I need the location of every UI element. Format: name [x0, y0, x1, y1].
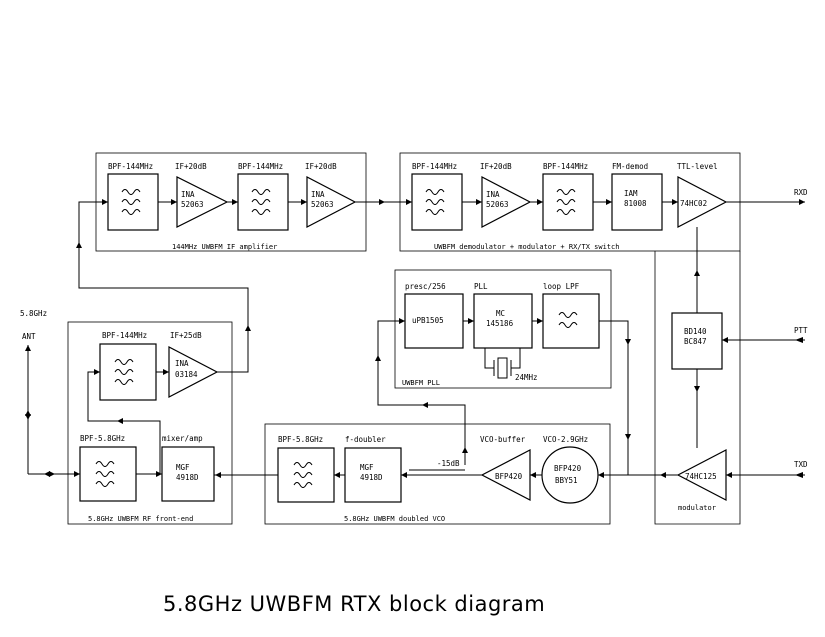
mixer-label: mixer/amp — [162, 434, 203, 443]
fm-demod-box — [611, 173, 663, 231]
crystal-symbol — [484, 348, 521, 379]
vco-caption: 5.8GHz UWBFM doubled VCO — [344, 515, 445, 523]
antenna-label: ANT — [22, 332, 36, 341]
antenna-label-freq: 5.8GHz — [20, 309, 47, 318]
wire-if-input — [78, 201, 108, 242]
modulator-ic: 74HC125 — [685, 472, 717, 481]
demod-bpf-2-label: BPF-144MHz — [543, 162, 588, 171]
vco-section — [264, 423, 611, 525]
arrows-modulator — [660, 472, 803, 478]
loop-lpf-label: loop LPF — [543, 282, 580, 291]
crystal-label: 24MHz — [515, 373, 538, 382]
demod-caption: UWBFM demodulator + modulator + RX/TX sw… — [434, 243, 619, 251]
txd-label: TXD — [794, 460, 808, 469]
demod-amp-ic-part: 52063 — [486, 200, 509, 209]
pll-section — [394, 269, 612, 389]
frontend-section — [67, 321, 233, 525]
pll-ic: MC — [496, 309, 505, 318]
frontend-amp-ic: INA — [175, 359, 189, 368]
ttl-label: TTL-level — [677, 162, 718, 171]
vco-osc-label: VCO-2.9GHz — [543, 435, 588, 444]
vco-buffer-label: VCO-buffer — [480, 435, 526, 444]
prescaler-box — [404, 293, 464, 349]
vco-osc-ic: BFP420 — [554, 464, 582, 473]
ttl-ic: 74HC02 — [680, 199, 707, 208]
pll-caption: UWBFM PLL — [402, 379, 440, 387]
demod-amp-label: IF+20dB — [480, 162, 512, 171]
pll-ic-part: 145186 — [486, 319, 514, 328]
frontend-rf-bpf-label: BPF-5.8GHz — [80, 434, 125, 443]
doubler-ic: MGF — [360, 463, 374, 472]
diagram-title: 5.8GHz UWBFM RTX block diagram — [163, 592, 545, 616]
arrows-frontend — [25, 325, 251, 477]
mixer-ic-part: 4918D — [176, 473, 199, 482]
vco-oscillator — [541, 446, 599, 504]
doubler-box — [344, 447, 402, 503]
prescaler-label: presc/256 — [405, 282, 446, 291]
arrows-switch — [694, 270, 803, 392]
arrow-sample-up-2 — [375, 355, 381, 361]
loop-lpf-box — [542, 293, 600, 349]
vco-bpf-label: BPF-5.8GHz — [278, 435, 323, 444]
mixer-ic: MGF — [176, 463, 190, 472]
if-bpf-1-label: BPF-144MHz — [108, 162, 153, 171]
if-amp-1-ic: INA — [181, 190, 195, 199]
modulator-section — [654, 251, 741, 525]
wire-if-out — [78, 242, 249, 373]
demod-bpf-1-label: BPF-144MHz — [412, 162, 457, 171]
fm-demod-label: FM-demod — [612, 162, 648, 171]
if-bpf-2-label: BPF-144MHz — [238, 162, 283, 171]
frontend-caption: 5.8GHz UWBFM RF front-end — [88, 515, 193, 523]
attenuation-label: -15dB — [437, 459, 460, 468]
switch-ic-2: BC847 — [684, 337, 707, 346]
vco-buffer-ic: BFP420 — [495, 472, 523, 481]
arrows-top-row — [76, 199, 805, 248]
arrow-sample-left — [422, 402, 428, 408]
if-amp-1-label: IF+20dB — [175, 162, 207, 171]
arrow-lpf-down — [625, 339, 631, 345]
wire-vco-sample — [377, 320, 466, 465]
if-amplifier-caption: 144MHz UWBFM IF amplifier — [172, 243, 277, 251]
doubler-ic-part: 4918D — [360, 473, 383, 482]
arrow-lpf-down-2 — [625, 434, 631, 440]
wire-mixer-to-if — [87, 371, 161, 474]
fm-demod-ic: IAM — [624, 189, 638, 198]
demod-amp-ic: INA — [486, 190, 500, 199]
if-amp-2-label: IF+20dB — [305, 162, 337, 171]
arrow-sample-up — [462, 447, 468, 453]
switch-ic-1: BD140 — [684, 327, 707, 336]
demod-bpf-2 — [542, 173, 594, 231]
pll-box — [473, 293, 533, 349]
if-amp-2-ic-part: 52063 — [311, 200, 334, 209]
if-amp-2-ic: INA — [311, 190, 325, 199]
vco-osc-ic-part: BBY51 — [555, 476, 578, 485]
if-bpf-1 — [107, 173, 159, 231]
frontend-amp-ic-part: 03184 — [175, 370, 198, 379]
frontend-if-bpf — [99, 343, 157, 401]
fm-demod-ic-part: 81008 — [624, 199, 647, 208]
frontend-if-bpf-label: BPF-144MHz — [102, 331, 147, 340]
ptt-label: PTT — [794, 326, 808, 335]
doubler-label: f-doubler — [345, 435, 386, 444]
frontend-amp-label: IF+25dB — [170, 331, 202, 340]
if-bpf-2 — [237, 173, 289, 231]
demod-bpf-1 — [411, 173, 463, 231]
wire-lpf-to-vco — [599, 320, 629, 475]
prescaler-ic: uPB1505 — [412, 316, 444, 325]
mixer-box — [161, 446, 215, 502]
if-amp-1-ic-part: 52063 — [181, 200, 204, 209]
modulator-caption: modulator — [678, 504, 716, 512]
rxd-label: RXD — [794, 188, 808, 197]
pll-label: PLL — [474, 282, 488, 291]
